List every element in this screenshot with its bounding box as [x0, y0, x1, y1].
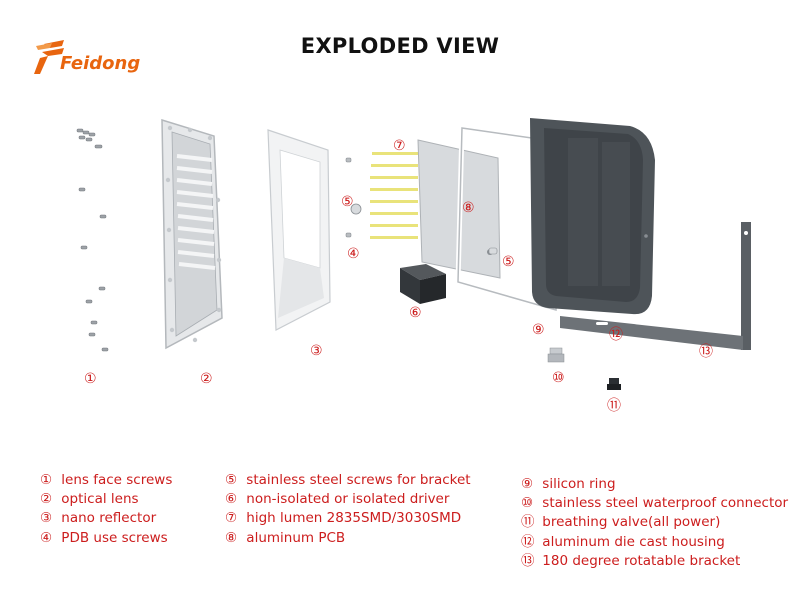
silicon-ring [455, 125, 563, 314]
optical-lens [161, 118, 223, 350]
legend-mark: ⑫ [521, 533, 535, 550]
driver-box [400, 264, 446, 304]
legend-item: ② optical lens [40, 490, 172, 509]
legend-item: ⑦ high lumen 2835SMD/3030SMD [225, 509, 471, 528]
callout-3: ③ [310, 343, 323, 359]
legend-mark: ⑩ [521, 495, 534, 512]
legend-mark: ⑧ [225, 529, 238, 546]
legend-item: ⑬ 180 degree rotatable bracket [521, 552, 788, 571]
legend-column-2: ⑤ stainless steel screws for bracket ⑥ n… [225, 471, 471, 548]
stainless-screw-left [350, 203, 362, 215]
brand-logo: Feidong [34, 34, 146, 80]
callout-11: ⑪ [607, 398, 621, 414]
legend-label: breathing valve(all power) [542, 514, 721, 531]
logo-f-mark [34, 40, 64, 74]
legend-item: ③ nano reflector [40, 509, 172, 528]
waterproof-connector [547, 347, 565, 363]
stainless-screw-right [488, 247, 498, 255]
legend-label: stainless steel waterproof connector [542, 495, 789, 512]
callout-2: ② [200, 371, 213, 387]
callout-7: ⑦ [393, 138, 406, 154]
callout-13: ⑬ [699, 344, 713, 360]
legend-label: lens face screws [61, 472, 173, 488]
pdb-screws [345, 157, 352, 238]
legend-mark: ① [40, 472, 53, 488]
legend-label: aluminum PCB [246, 529, 346, 546]
legend-mark: ⑦ [225, 510, 238, 527]
page-title: EXPLODED VIEW [300, 34, 500, 58]
callout-10: ⑩ [552, 370, 565, 386]
nano-reflector [267, 129, 331, 331]
callout-12: ⑫ [609, 327, 623, 343]
legend-mark: ④ [40, 529, 53, 546]
callout-4: ④ [347, 246, 360, 262]
legend-label: stainless steel screws for bracket [246, 472, 471, 488]
legend-mark: ② [40, 491, 53, 508]
legend-label: optical lens [61, 491, 139, 508]
led-chips [370, 152, 418, 239]
callout-1: ① [84, 371, 97, 387]
callout-6: ⑥ [409, 305, 422, 321]
legend-mark: ③ [40, 510, 53, 527]
legend-item: ④ PDB use screws [40, 529, 172, 548]
legend-item: ⑤ stainless steel screws for bracket [225, 471, 471, 490]
legend-item: ① lens face screws [40, 471, 172, 490]
legend-item: ⑥ non-isolated or isolated driver [225, 490, 471, 509]
legend-label: high lumen 2835SMD/3030SMD [246, 510, 462, 527]
legend-column-3: ⑨ silicon ring ⑩ stainless steel waterpr… [521, 475, 788, 571]
legend-mark: ⑨ [521, 476, 534, 492]
legend-item: ⑪ breathing valve(all power) [521, 513, 788, 532]
callout-5-left: ⑤ [341, 194, 354, 210]
callout-9: ⑨ [532, 322, 545, 338]
legend-label: nano reflector [61, 510, 157, 527]
legend-label: silicon ring [542, 476, 616, 492]
legend-item: ⑨ silicon ring [521, 475, 788, 494]
rotatable-bracket [560, 222, 751, 350]
callout-8: ⑧ [462, 200, 475, 216]
logo-wordmark: Feidong [60, 53, 140, 74]
legend-label: aluminum die cast housing [542, 533, 725, 550]
lens-face-screws [76, 128, 109, 352]
legend-label: 180 degree rotatable bracket [542, 552, 741, 569]
legend-item: ⑩ stainless steel waterproof connector [521, 494, 788, 513]
die-cast-housing [530, 118, 655, 315]
legend-mark: ⑤ [225, 472, 238, 488]
legend-item: ⑫ aluminum die cast housing [521, 533, 788, 552]
legend-mark: ⑪ [521, 514, 535, 531]
legend-label: non-isolated or isolated driver [246, 491, 450, 508]
legend-mark: ⑬ [521, 552, 535, 569]
legend-mark: ⑥ [225, 491, 238, 508]
legend-column-1: ① lens face screws ② optical lens ③ nano… [40, 471, 172, 548]
legend-item: ⑧ aluminum PCB [225, 529, 471, 548]
breathing-valve [607, 378, 621, 390]
callout-5-right: ⑤ [502, 254, 515, 270]
legend-label: PDB use screws [61, 529, 168, 546]
